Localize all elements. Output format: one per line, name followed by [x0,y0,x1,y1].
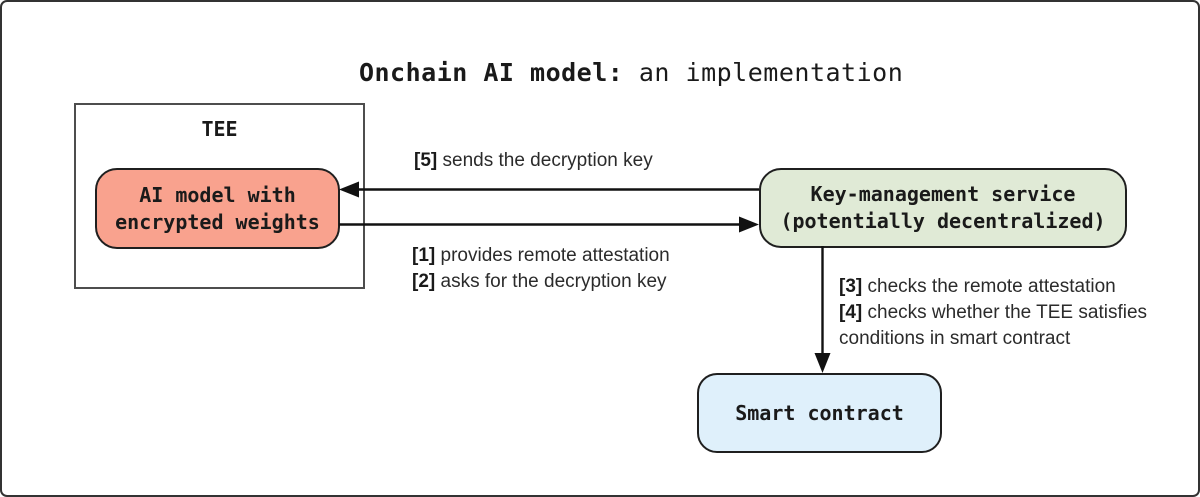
annotation-line: [5] sends the decryption key [414,150,653,171]
key-management-line2: (potentially decentralized) [780,209,1106,233]
annotation-line: conditions in smart contract [839,328,1071,349]
annotation-line: [1] provides remote attestation [412,245,670,266]
arrow-tee-to-kms [339,216,759,233]
title-bold-part: Onchain AI model: [358,58,624,87]
smart-contract-label: Smart contract [735,400,904,425]
annotation-line: [4] checks whether the TEE satisfies [839,302,1148,323]
arrowhead-right-icon [739,216,759,233]
arrow-kms-to-contract [814,246,831,373]
annotation-line: [2] asks for the decryption key [412,271,667,292]
annotation-step-5: [5] sends the decryption key [414,148,653,174]
title-regular-part: an implementation [623,58,904,87]
key-management-line1: Key-management service [810,182,1076,206]
arrow-kms-to-tee [339,181,759,198]
ai-model-line1: AI model with [139,182,296,207]
tee-label: TEE [201,117,238,141]
annotation-steps-1-2: [1] provides remote attestation [2] asks… [412,243,670,295]
key-management-node: Key-management service (potentially dece… [759,168,1127,248]
annotation-steps-3-4: [3] checks the remote attestation [4] ch… [839,274,1147,352]
annotation-line: [3] checks the remote attestation [839,276,1116,297]
smart-contract-node: Smart contract [697,373,942,453]
ai-model-node: AI model with encrypted weights [95,168,340,249]
page-title: Onchain AI model: an implementation [2,29,1198,116]
ai-model-line2: encrypted weights [115,209,320,234]
arrowhead-down-icon [814,353,831,373]
